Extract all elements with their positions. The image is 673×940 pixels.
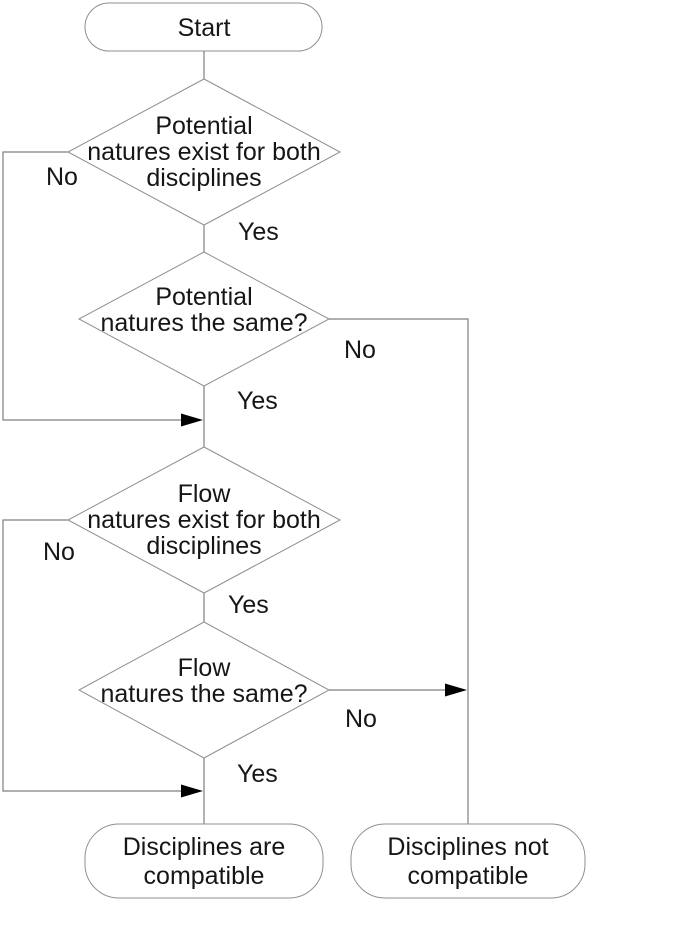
potential-same-label-line1: Potential [155, 283, 252, 311]
flow-same-decision-node: Flow natures the same? [77, 621, 331, 759]
potential-same-label-line2: natures the same? [100, 309, 307, 337]
not-compatible-terminator-shape [350, 823, 586, 899]
potential-same-diamond-shape [77, 251, 331, 387]
potential-exist-diamond-shape [66, 78, 342, 226]
potential-exist-label-line3: disciplines [146, 164, 261, 192]
flow-same-label-line2: natures the same? [100, 680, 307, 708]
flow-same-diamond-shape [77, 621, 331, 759]
flow-same-label-line1: Flow [178, 654, 232, 682]
not-compatible-node: Disciplines not compatible [350, 823, 586, 899]
start-terminator-shape [84, 2, 323, 52]
edge-labels: No Yes No Yes No Yes No Yes [43, 163, 377, 788]
compatible-terminator-shape [84, 823, 324, 899]
not-compatible-label-line1: Disciplines not [387, 833, 548, 861]
flow-exist-label-line1: Flow [178, 480, 232, 508]
arrowhead-merge-flow-icon [181, 784, 203, 798]
compatible-label-line2: compatible [144, 862, 265, 890]
flow-exist-decision-node: Flow natures exist for both disciplines [66, 446, 342, 594]
not-compatible-label-line2: compatible [408, 862, 529, 890]
flow-exist-diamond-shape [66, 446, 342, 594]
edge-label-flow-exist-yes: Yes [228, 591, 269, 619]
edge-potential-same-no [329, 318, 469, 824]
edge-label-potential-same-yes: Yes [237, 387, 278, 415]
edge-label-potential-exist-yes: Yes [238, 218, 279, 246]
potential-exist-decision-node: Potential natures exist for both discipl… [66, 78, 342, 226]
start-node: Start [84, 2, 323, 52]
edge-label-flow-same-yes: Yes [237, 760, 278, 788]
flow-exist-label-line2: natures exist for both [87, 506, 320, 534]
edge-label-flow-same-no: No [345, 705, 377, 733]
edge-label-potential-same-no: No [344, 336, 376, 364]
flow-exist-label-line3: disciplines [146, 532, 261, 560]
connectors [2, 51, 469, 824]
start-label: Start [178, 14, 231, 42]
arrowheads [181, 413, 467, 798]
potential-same-decision-node: Potential natures the same? [77, 251, 331, 387]
arrowhead-merge-potential-icon [181, 413, 203, 427]
potential-exist-label-line2: natures exist for both [87, 138, 320, 166]
edge-potential-exist-no-loop [2, 151, 184, 421]
edge-flow-exist-no-loop [2, 519, 184, 792]
compatible-label-line1: Disciplines are [123, 833, 286, 861]
arrowhead-flow-same-no-icon [445, 683, 467, 697]
potential-exist-label-line1: Potential [155, 112, 252, 140]
edge-label-potential-exist-no: No [46, 163, 78, 191]
compatible-node: Disciplines are compatible [84, 823, 324, 899]
edge-label-flow-exist-no: No [43, 538, 75, 566]
